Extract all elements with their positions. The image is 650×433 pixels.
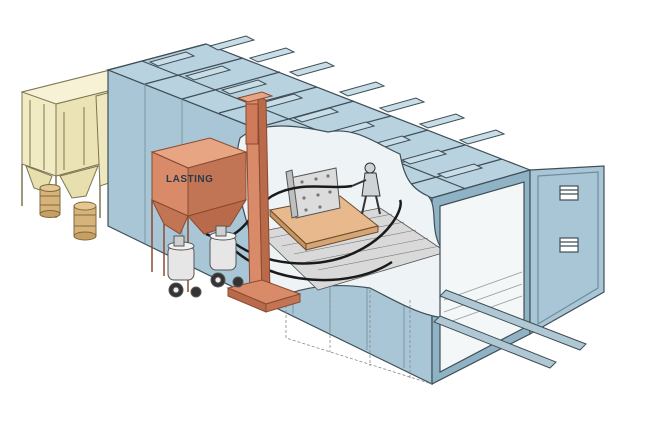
door-vents — [559, 185, 579, 253]
workpiece — [268, 167, 380, 252]
blast-pot-left — [167, 235, 202, 298]
abrasive-hopper — [150, 137, 248, 292]
dust-drum-right — [73, 201, 97, 241]
roof-light-panels — [148, 35, 506, 179]
blast-pot-right — [209, 225, 244, 288]
dust-drum-left — [39, 184, 61, 218]
rail-track — [433, 289, 587, 369]
reclaim-pit-frame — [285, 290, 433, 385]
hopper-logo: LASTING — [166, 174, 213, 185]
bucket-elevator — [226, 91, 302, 313]
blast-operator — [351, 162, 381, 215]
